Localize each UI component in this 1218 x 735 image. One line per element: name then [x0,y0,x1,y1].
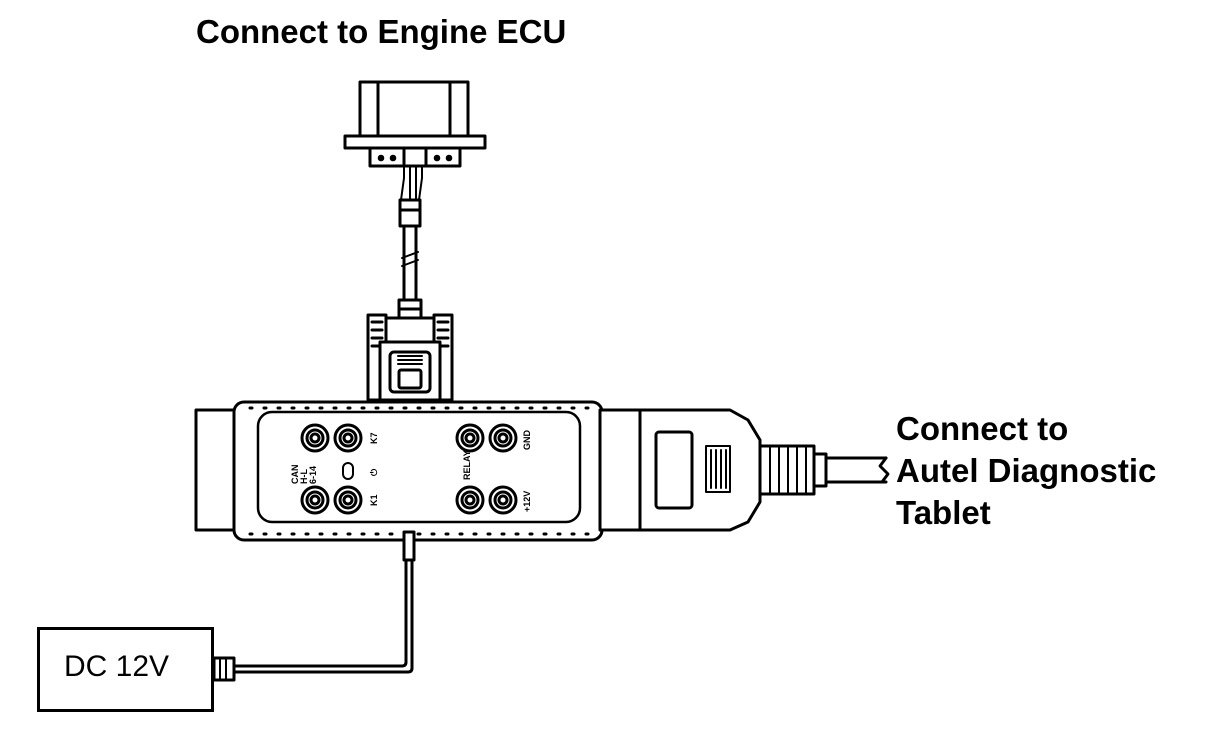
label-gnd: GND [522,430,532,451]
dc-power-label: DC 12V [64,650,170,683]
label-k1: K1 [369,494,379,506]
ecu-wires [400,165,423,201]
tablet-caption-line-3: Tablet [896,494,991,531]
label-12v: +12V [522,491,532,512]
label-relay: RELAY [462,450,472,480]
label-k7: K7 [369,432,379,444]
power-cable [212,530,416,682]
obd-connector [638,408,828,532]
module-body [194,400,642,542]
panel-sockets [300,423,518,515]
label-can: CAN [290,465,300,485]
tablet-cable [824,456,890,484]
tablet-caption: Connect to Autel Diagnostic Tablet [896,408,1156,534]
tablet-caption-line-1: Connect to [896,410,1069,447]
dc-power-supply: DC 12V [37,627,214,712]
ecu-connector [343,80,487,168]
power-indicator-icon: ⏻ [369,468,379,476]
ecu-caption: Connect to Engine ECU [196,13,567,50]
panel-labels: K7 K1 CAN H-L 6-14 ⏻ RELAY GND +12V [290,430,532,513]
label-can-pins: 6-14 [308,466,318,484]
label-can-hl: H-L [299,469,309,484]
db9-connector [366,298,454,402]
ecu-cable [398,198,422,302]
tablet-caption-line-2: Autel Diagnostic [896,452,1157,489]
